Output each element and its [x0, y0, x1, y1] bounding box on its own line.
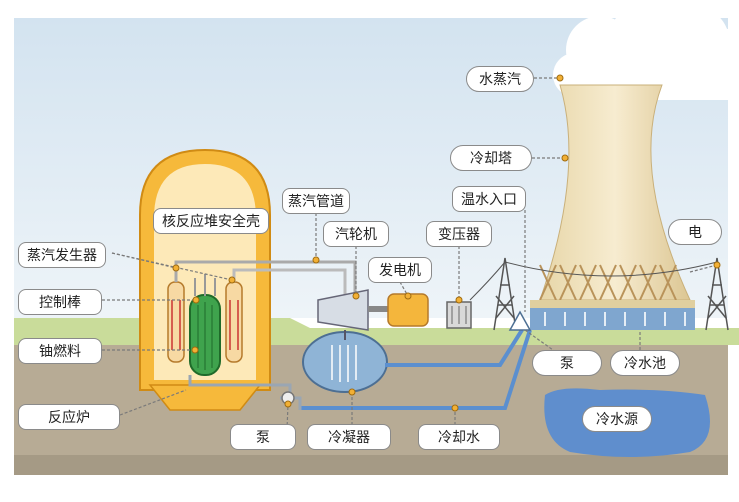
steam-generator-right	[225, 281, 243, 363]
label-cold-pool: 冷水池	[610, 350, 680, 376]
label-transformer: 变压器	[426, 221, 492, 247]
label-steam-generator: 蒸汽发生器	[18, 242, 106, 268]
cooling-water-pipe	[300, 328, 532, 410]
label-electricity: 电	[668, 219, 722, 245]
label-water-vapor: 水蒸汽	[466, 66, 534, 92]
leader-lines	[102, 77, 718, 431]
cooling-tower-shape	[539, 84, 691, 301]
label-pump-right: 泵	[532, 350, 602, 376]
label-pump-left: 泵	[230, 424, 296, 450]
pylon-right-icon	[705, 257, 729, 331]
steam-generator-left	[167, 281, 185, 363]
label-control-rod: 控制棒	[18, 289, 102, 315]
pump-right-icon	[508, 310, 532, 331]
label-reactor: 反应炉	[18, 404, 120, 430]
watermark: CSDN @RYYYUUU	[625, 473, 725, 486]
label-condenser: 冷凝器	[307, 424, 391, 450]
tower-lattice	[539, 264, 677, 301]
turbine-shape	[317, 289, 369, 331]
cold-pool-shape	[530, 308, 695, 330]
label-fuel: 铀燃料	[18, 338, 102, 364]
label-cold-source: 冷水源	[582, 406, 652, 432]
label-turbine: 汽轮机	[323, 221, 389, 247]
label-steam-pipe: 蒸汽管道	[282, 188, 350, 214]
label-cooling-tower: 冷却塔	[450, 145, 532, 171]
label-containment: 核反应堆安全壳	[153, 208, 269, 234]
label-generator: 发电机	[368, 257, 432, 283]
condenser-shape	[302, 331, 388, 393]
pylon-left-icon	[493, 257, 517, 331]
label-warm-water-inlet: 温水入口	[452, 186, 526, 212]
label-cooling-water: 冷却水	[418, 424, 500, 450]
